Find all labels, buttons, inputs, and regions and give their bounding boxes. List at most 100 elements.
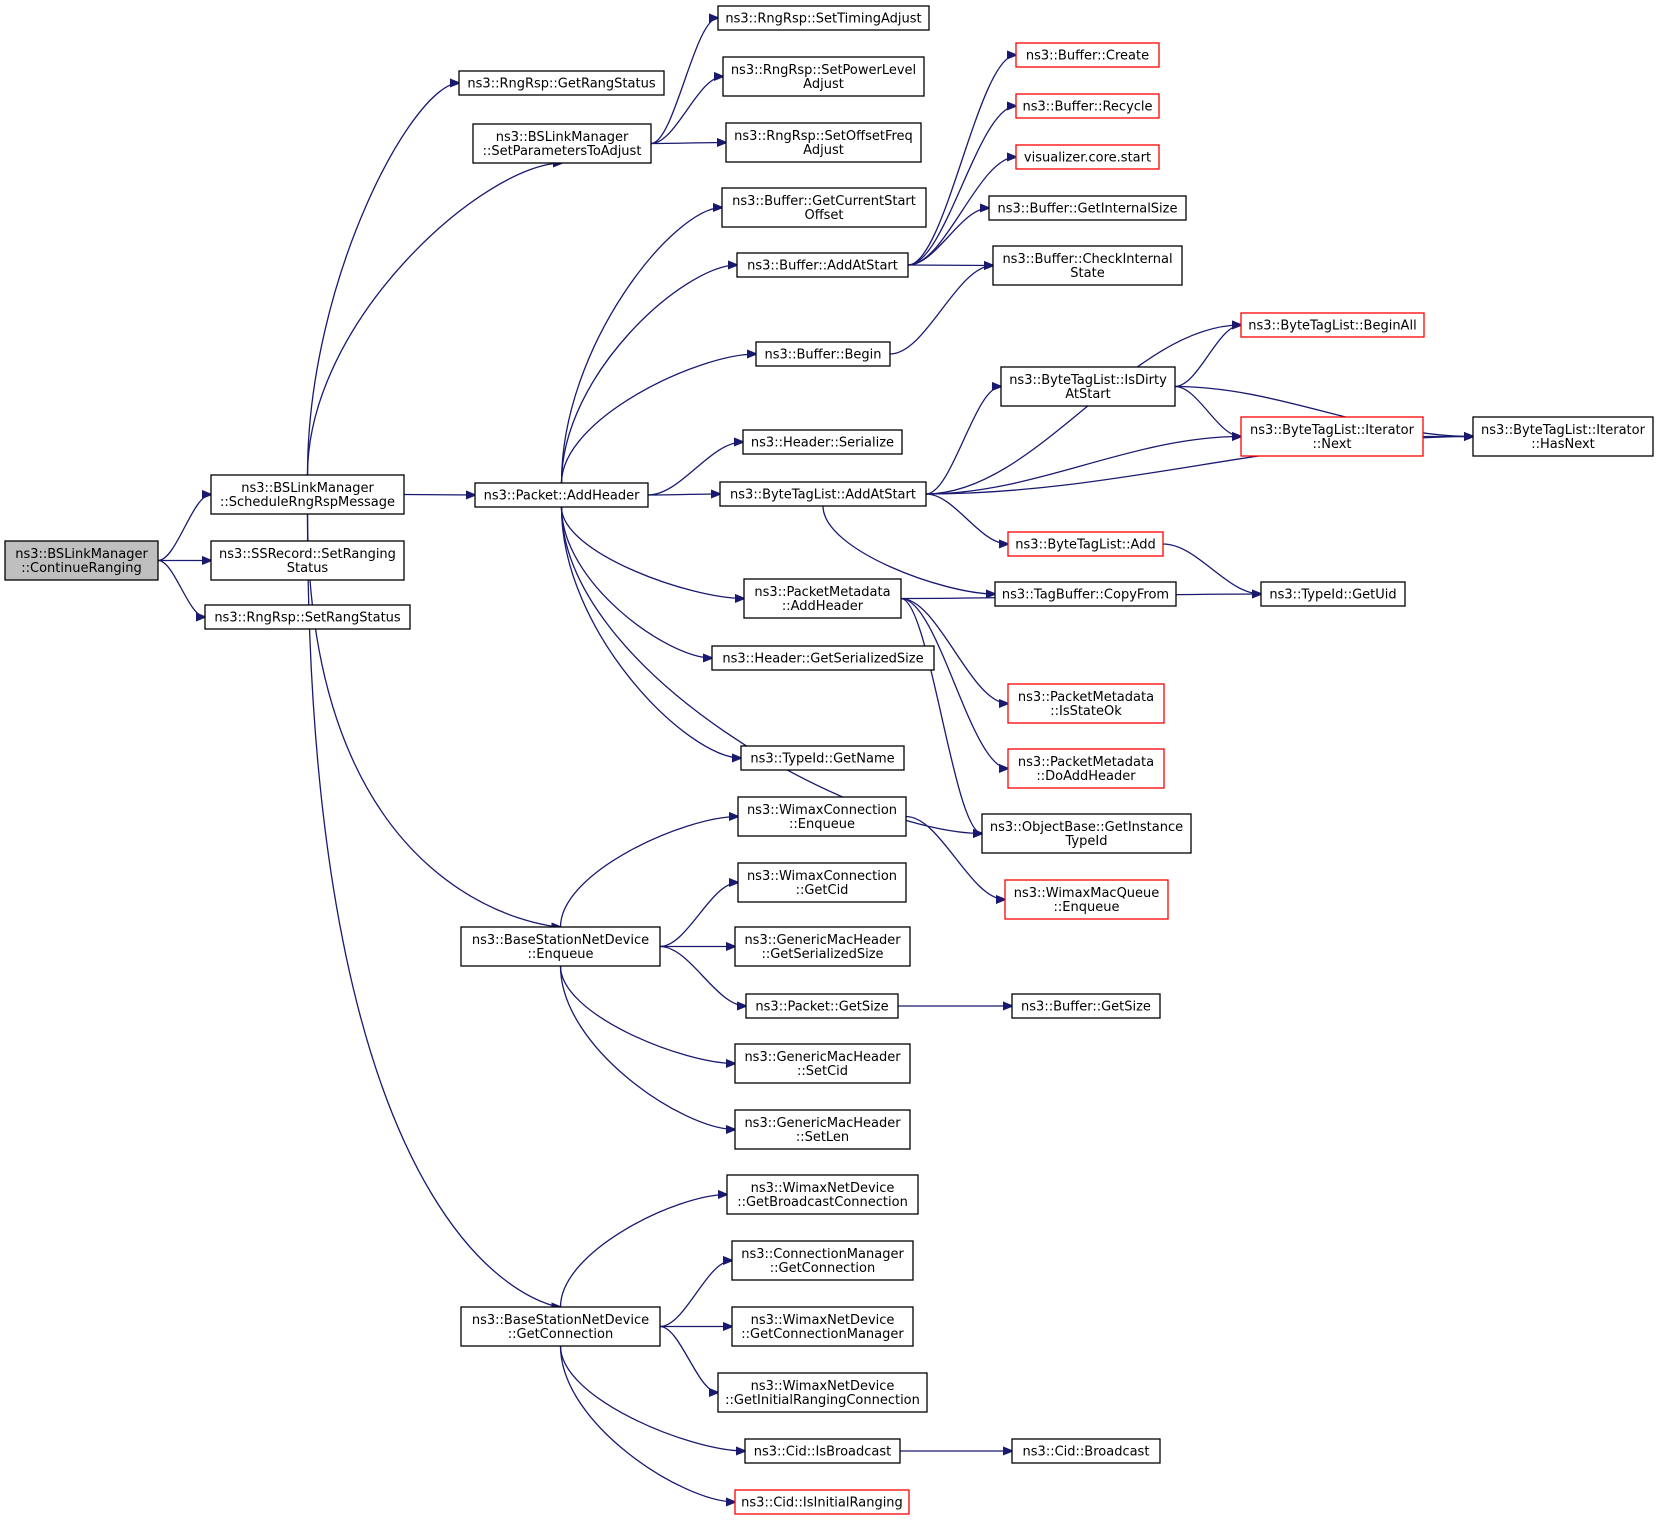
n-addatstart-node[interactable]: ns3::Buffer::AddAtStart	[736, 252, 909, 278]
node-box[interactable]	[1000, 366, 1176, 407]
node-box[interactable]	[1240, 312, 1425, 338]
node-box[interactable]	[721, 187, 927, 228]
node-box[interactable]	[734, 1489, 910, 1515]
n-pkt-getsize-node[interactable]: ns3::Packet::GetSize	[745, 993, 899, 1019]
node-box[interactable]	[988, 195, 1187, 221]
node-box[interactable]	[717, 5, 930, 31]
node-box[interactable]	[210, 540, 405, 581]
n-settiming-node[interactable]: ns3::RngRsp::SetTimingAdjust	[717, 5, 930, 31]
n-doaddheader-node[interactable]: ns3::PacketMetadata::DoAddHeader	[1007, 748, 1165, 789]
n-gmh-serial-node[interactable]: ns3::GenericMacHeader::GetSerializedSize	[734, 926, 911, 967]
n-wmq-enqueue-node[interactable]: ns3::WimaxMacQueue::Enqueue	[1004, 879, 1169, 920]
node-box[interactable]	[737, 862, 907, 903]
n-cid-isinit-node[interactable]: ns3::Cid::IsInitialRanging	[734, 1489, 910, 1515]
n-btl-add-node[interactable]: ns3::ByteTagList::Add	[1007, 531, 1164, 557]
n-getserialized-node[interactable]: ns3::Header::GetSerializedSize	[711, 645, 935, 671]
n-serialize-node[interactable]: ns3::Header::Serialize	[742, 429, 903, 455]
n-beginall-node[interactable]: ns3::ByteTagList::BeginAll	[1240, 312, 1425, 338]
n-addheader-node[interactable]: ns3::Packet::AddHeader	[474, 482, 649, 508]
n-cid-isbcast-node[interactable]: ns3::Cid::IsBroadcast	[744, 1438, 901, 1464]
node-box[interactable]	[731, 1240, 914, 1281]
n-getuid-node[interactable]: ns3::TypeId::GetUid	[1260, 581, 1406, 607]
n-bs-enqueue-node[interactable]: ns3::BaseStationNetDevice::Enqueue	[460, 926, 661, 967]
node-box[interactable]	[1240, 416, 1424, 457]
node-box[interactable]	[742, 429, 903, 455]
n-getinternal-node[interactable]: ns3::Buffer::GetInternalSize	[988, 195, 1187, 221]
node-box[interactable]	[719, 481, 927, 507]
node-box[interactable]	[1007, 531, 1164, 557]
node-box[interactable]	[994, 581, 1177, 607]
node-box[interactable]	[736, 252, 909, 278]
n-gmh-setcid-node[interactable]: ns3::GenericMacHeader::SetCid	[734, 1043, 911, 1084]
node-box[interactable]	[1007, 748, 1165, 789]
node-box[interactable]	[460, 926, 661, 967]
n-copyfrom-node[interactable]: ns3::TagBuffer::CopyFrom	[994, 581, 1177, 607]
n-setrangstatus-node[interactable]: ns3::RngRsp::SetRangStatus	[204, 604, 411, 630]
n-create-node[interactable]: ns3::Buffer::Create	[1015, 42, 1160, 68]
n-btl-addatstart-node[interactable]: ns3::ByteTagList::AddAtStart	[719, 481, 927, 507]
n-cid-bcast-node[interactable]: ns3::Cid::Broadcast	[1011, 1438, 1161, 1464]
node-box[interactable]	[722, 56, 925, 97]
node-box[interactable]	[992, 245, 1183, 286]
n-wnd-bcast-node[interactable]: ns3::WimaxNetDevice::GetBroadcastConnect…	[726, 1174, 919, 1215]
n-gmh-setlen-node[interactable]: ns3::GenericMacHeader::SetLen	[734, 1109, 911, 1150]
n-next-node[interactable]: ns3::ByteTagList::Iterator::Next	[1240, 416, 1424, 457]
node-box[interactable]	[210, 474, 405, 515]
node-box[interactable]	[1015, 42, 1160, 68]
node-box[interactable]	[1472, 416, 1654, 457]
node-box[interactable]	[204, 604, 411, 630]
node-box[interactable]	[981, 813, 1192, 854]
node-box[interactable]	[743, 578, 902, 619]
n-cm-getconn-node[interactable]: ns3::ConnectionManager::GetConnection	[731, 1240, 914, 1281]
node-box[interactable]	[725, 122, 922, 163]
node-box[interactable]	[726, 1174, 919, 1215]
node-box[interactable]	[740, 745, 905, 771]
node-box[interactable]	[731, 1306, 914, 1347]
node-box[interactable]	[1015, 144, 1160, 170]
n-setparams-node[interactable]: ns3::BSLinkManager::SetParametersToAdjus…	[472, 123, 652, 164]
n-getname-node[interactable]: ns3::TypeId::GetName	[740, 745, 905, 771]
node-box[interactable]	[1015, 93, 1160, 119]
node-box[interactable]	[717, 1372, 928, 1413]
node-box[interactable]	[734, 1043, 911, 1084]
node-box[interactable]	[755, 341, 891, 367]
n-wnd-getcm-node[interactable]: ns3::WimaxNetDevice::GetConnectionManage…	[731, 1306, 914, 1347]
node-box[interactable]	[474, 482, 649, 508]
n-schedule-node[interactable]: ns3::BSLinkManager::ScheduleRngRspMessag…	[210, 474, 405, 515]
node-box[interactable]	[460, 1306, 661, 1347]
n-wc-enqueue-node[interactable]: ns3::WimaxConnection::Enqueue	[737, 796, 907, 837]
n-pm-addheader-node[interactable]: ns3::PacketMetadata::AddHeader	[743, 578, 902, 619]
n-bs-getconn-node[interactable]: ns3::BaseStationNetDevice::GetConnection	[460, 1306, 661, 1347]
node-box[interactable]	[711, 645, 935, 671]
n-getrangstatus-node[interactable]: ns3::RngRsp::GetRangStatus	[458, 70, 665, 96]
node-box[interactable]	[458, 70, 665, 96]
n-recycle-node[interactable]: ns3::Buffer::Recycle	[1015, 93, 1160, 119]
n-continue-node[interactable]: ns3::BSLinkManager::ContinueRanging	[4, 540, 159, 581]
n-wc-getcid-node[interactable]: ns3::WimaxConnection::GetCid	[737, 862, 907, 903]
node-box[interactable]	[1260, 581, 1406, 607]
node-box[interactable]	[737, 796, 907, 837]
node-box[interactable]	[745, 993, 899, 1019]
node-box[interactable]	[472, 123, 652, 164]
node-box[interactable]	[744, 1438, 901, 1464]
n-isstateok-node[interactable]: ns3::PacketMetadata::IsStateOk	[1007, 683, 1165, 724]
n-wnd-initrng-node[interactable]: ns3::WimaxNetDevice::GetInitialRangingCo…	[717, 1372, 928, 1413]
node-box[interactable]	[734, 1109, 911, 1150]
node-box[interactable]	[1007, 683, 1165, 724]
n-begin-node[interactable]: ns3::Buffer::Begin	[755, 341, 891, 367]
node-box[interactable]	[734, 926, 911, 967]
n-buf-getsize-node[interactable]: ns3::Buffer::GetSize	[1011, 993, 1161, 1019]
node-box[interactable]	[4, 540, 159, 581]
node-box[interactable]	[1004, 879, 1169, 920]
n-vizstart-node[interactable]: visualizer.core.start	[1015, 144, 1160, 170]
node-box[interactable]	[1011, 1438, 1161, 1464]
n-hasnext-node[interactable]: ns3::ByteTagList::Iterator::HasNext	[1472, 416, 1654, 457]
node-box[interactable]	[1011, 993, 1161, 1019]
